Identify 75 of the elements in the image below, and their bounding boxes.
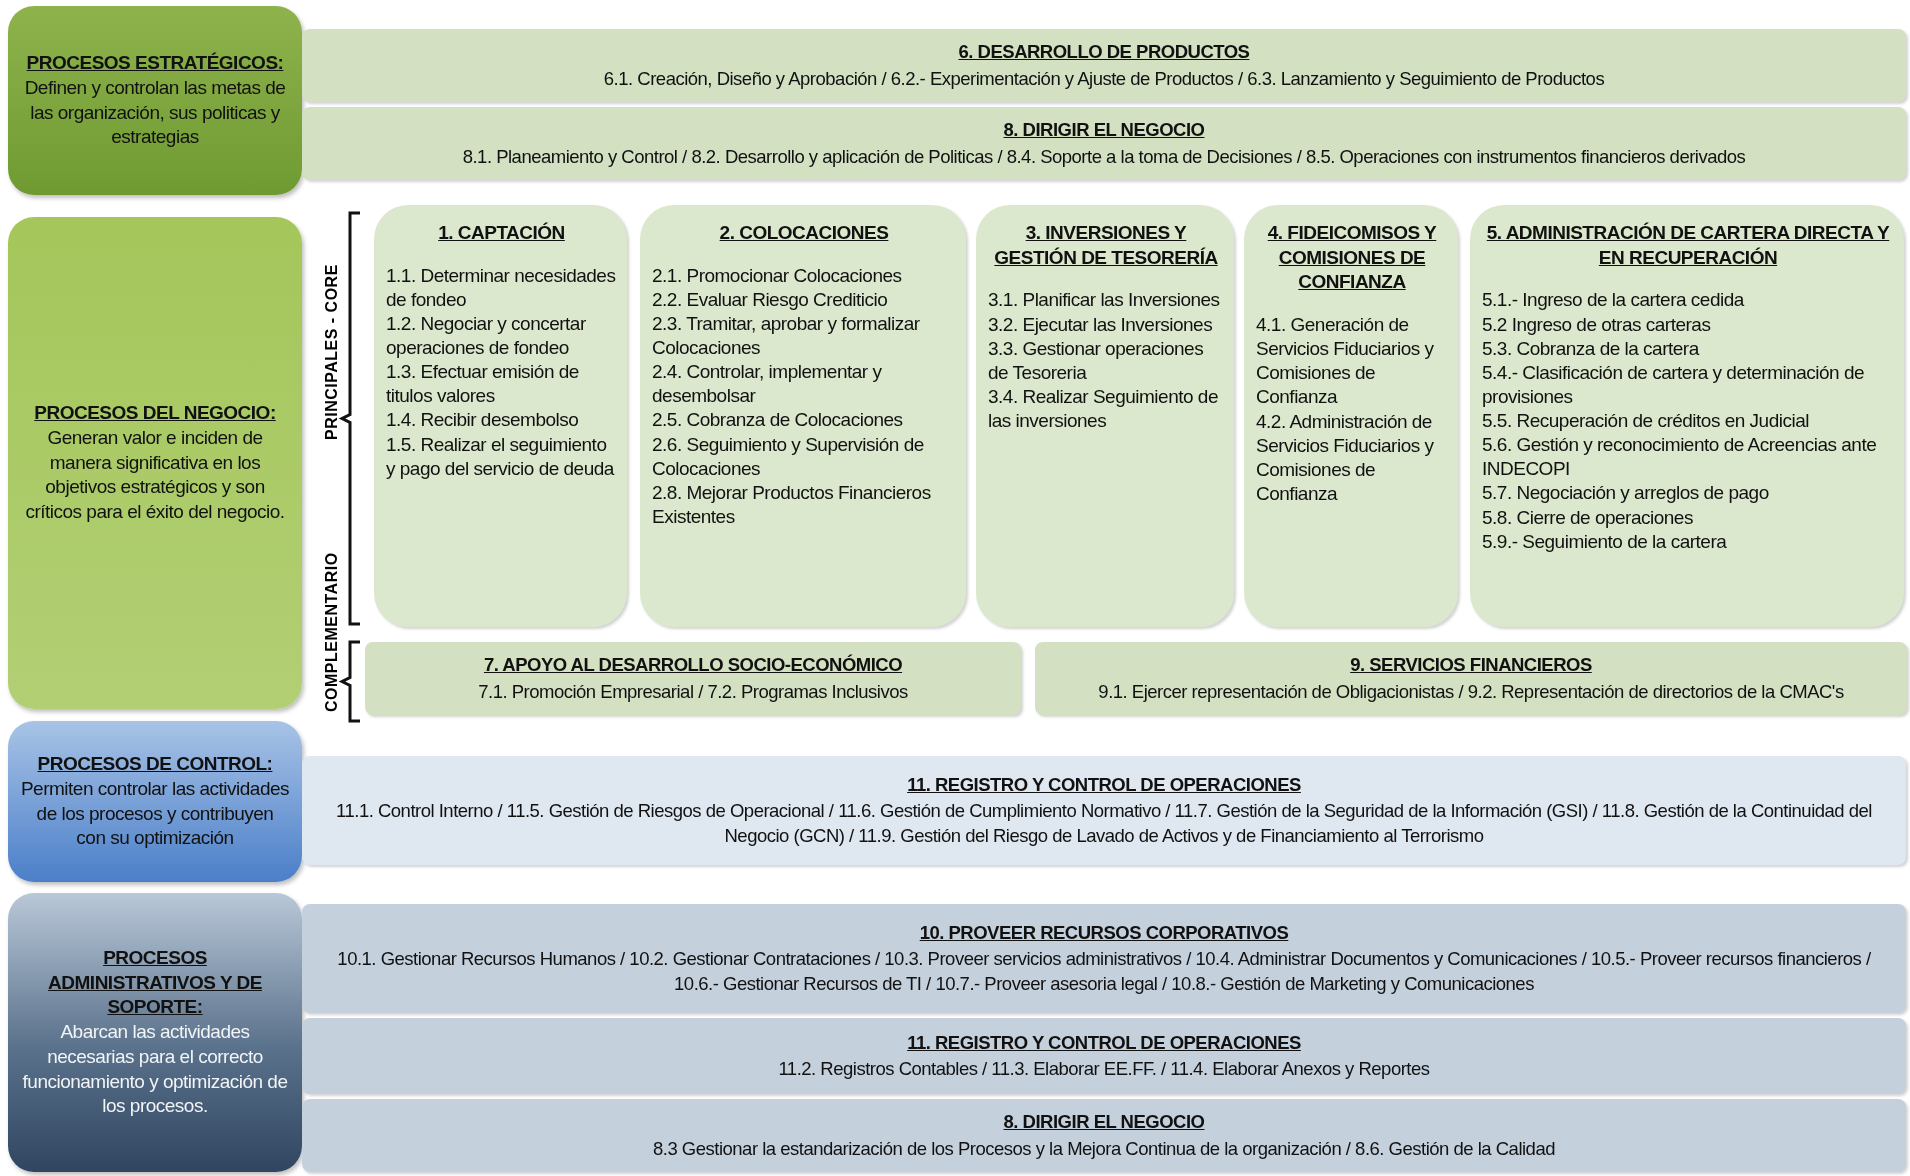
process-item: 1.4. Recibir desembolso bbox=[386, 408, 580, 433]
process-item: 5.4.- Clasificación de cartera y determinación de provisiones bbox=[1482, 360, 1866, 409]
process-title: PROCESOS DEL NEGOCIO: bbox=[34, 401, 276, 426]
process-item: 1.5. Realizar el seguimiento y pago del servicio de deuda bbox=[386, 432, 616, 481]
process-item: 3.1. Planificar las Inversiones bbox=[988, 288, 1221, 313]
process-card bbox=[1244, 205, 1458, 627]
process-description: 9.1. Ejercer representación de Obligacionistas / 9.2. Representación de directorios de la CMAC's bbox=[1098, 679, 1844, 704]
process-item: 5.2 Ingreso de otras carteras bbox=[1482, 312, 1712, 337]
process-item: 5.5. Recuperación de créditos en Judicial bbox=[1482, 409, 1810, 433]
process-band bbox=[302, 107, 1906, 180]
process-description: 6.1. Creación, Diseño y Aprobación / 6.2.- Experimentación y Ajuste de Productos / 6.3. Lanzamiento y Seguimiento de Productos bbox=[603, 66, 1605, 91]
process-item: 4.1. Generación de Servicios Fiduciarios y Comisiones de Confianza bbox=[1256, 313, 1435, 410]
process-description: Abarcan las actividades necesarias para el correcto funcionamiento y optimización de los procesos. bbox=[21, 1020, 289, 1119]
process-band bbox=[302, 1018, 1906, 1094]
process-title: 1. CAPTACIÓN bbox=[437, 221, 566, 245]
process-description: 11.2. Registros Contables / 11.3. Elaborar EE.FF. / 11.4. Elaborar Anexos y Reportes bbox=[778, 1057, 1430, 1081]
process-item: 2.8. Mejorar Productos Financieros Existentes bbox=[652, 480, 932, 529]
process-title: 11. REGISTRO Y CONTROL DE OPERACIONES bbox=[907, 773, 1301, 798]
process-item: 2.4. Controlar, implementar y desembolsar bbox=[652, 360, 883, 409]
process-item: 3.3. Gestionar operaciones de Tesoreria bbox=[988, 336, 1205, 385]
process-item: 1.3. Efectuar emisión de titulos valores bbox=[386, 360, 580, 409]
process-item: 2.1. Promocionar Colocaciones bbox=[652, 263, 903, 288]
process-item: 5.3. Cobranza de la cartera bbox=[1482, 336, 1701, 361]
category-panel bbox=[8, 6, 302, 195]
process-title: 4. FIDEICOMISOS Y COMISIONES DE CONFIANZA bbox=[1266, 221, 1438, 295]
process-title: 10. PROVEER RECURSOS CORPORATIVOS bbox=[919, 921, 1289, 946]
process-description: Definen y controlan las metas de las organización, sus politicas y estrategias bbox=[23, 75, 287, 150]
category-panel bbox=[8, 893, 302, 1172]
process-item: 2.3. Tramitar, aprobar y formalizar Colocaciones bbox=[652, 311, 921, 361]
process-description: Permiten controlar las actividades de los procesos y contribuyen con su optimización bbox=[20, 776, 290, 851]
process-description: 10.1. Gestionar Recursos Humanos / 10.2. Gestionar Contrataciones / 10.3. Proveer servicios administrativos / 10.4. Administrar Documentos y Comunicaciones / 10.5.- Proveer recursos financieros / 10.6.- Gestionar Recursos de TI / 10.7.- Proveer asesoria legal / 10.8.- Gestión de Marketing y Comunicaciones bbox=[336, 947, 1872, 996]
process-description: Generan valor e inciden de manera significativa en los objetivos estratégicos y son críticos para el éxito del negocio. bbox=[24, 425, 286, 525]
process-description: 7.1. Promoción Empresarial / 7.2. Programas Inclusivos bbox=[478, 679, 908, 704]
process-item: 2.2. Evaluar Riesgo Crediticio bbox=[652, 287, 889, 312]
process-band bbox=[302, 1099, 1906, 1172]
category-panel bbox=[8, 721, 302, 882]
process-band bbox=[1035, 642, 1907, 715]
process-title: 7. APOYO AL DESARROLLO SOCIO-ECONÓMICO bbox=[483, 653, 903, 678]
process-title: 9. SERVICIOS FINANCIEROS bbox=[1350, 653, 1592, 678]
process-title: PROCESOS ESTRATÉGICOS: bbox=[26, 51, 284, 76]
process-title: 6. DESARROLLO DE PRODUCTOS bbox=[958, 40, 1250, 65]
vertical-label: COMPLEMENTARIO bbox=[323, 552, 341, 712]
process-card bbox=[374, 205, 627, 627]
process-title: 3. INVERSIONES Y GESTIÓN DE TESORERÍA bbox=[993, 221, 1219, 270]
process-item: 3.4. Realizar Seguimiento de las inversiones bbox=[988, 384, 1219, 433]
process-card bbox=[640, 205, 966, 627]
process-item: 5.8. Cierre de operaciones bbox=[1482, 505, 1694, 530]
process-title: 8. DIRIGIR EL NEGOCIO bbox=[1003, 118, 1205, 143]
category-panel bbox=[8, 217, 302, 709]
process-card bbox=[976, 205, 1234, 627]
process-item: 5.6. Gestión y reconocimiento de Acreencias ante INDECOPI bbox=[1482, 433, 1878, 482]
process-item: 1.2. Negociar y concertar operaciones de fondeo bbox=[386, 311, 587, 361]
process-band bbox=[302, 756, 1906, 865]
vertical-label: PRINCIPALES - CORE bbox=[323, 264, 341, 440]
process-item: 4.2. Administración de Servicios Fiduciarios y Comisiones de Confianza bbox=[1256, 409, 1435, 506]
process-item: 3.2. Ejecutar las Inversiones bbox=[988, 312, 1214, 337]
process-item: 2.6. Seguimiento y Supervisión de Colocaciones bbox=[652, 432, 925, 481]
process-item: 5.7. Negociación y arreglos de pago bbox=[1482, 481, 1770, 506]
process-title: 5. ADMINISTRACIÓN DE CARTERA DIRECTA Y EN RECUPERACIÓN bbox=[1485, 221, 1891, 270]
process-band bbox=[365, 642, 1021, 715]
process-title: 8. DIRIGIR EL NEGOCIO bbox=[1003, 1110, 1205, 1135]
process-band bbox=[302, 904, 1906, 1013]
process-band bbox=[302, 29, 1906, 102]
process-item: 5.9.- Seguimiento de la cartera bbox=[1482, 529, 1728, 554]
process-title: PROCESOS ADMINISTRATIVOS Y DE SOPORTE: bbox=[47, 946, 263, 1020]
process-title: PROCESOS DE CONTROL: bbox=[37, 752, 273, 777]
process-title: 2. COLOCACIONES bbox=[718, 221, 890, 245]
process-item: 2.5. Cobranza de Colocaciones bbox=[652, 408, 904, 433]
process-description: 11.1. Control Interno / 11.5. Gestión de Riesgos de Operacional / 11.6. Gestión de Cumplimiento Normativo / 11.7. Gestión de la Seguridad de la Información (GSI) / 11.8. Gestión de la Continuidad del Negocio (GCN) / 11.9. Gestión del Riesgo de Lavado de Activos y de Financiamiento al Terrorismo bbox=[335, 799, 1873, 848]
process-card bbox=[1470, 205, 1904, 627]
process-item: 5.1.- Ingreso de la cartera cedida bbox=[1482, 288, 1746, 313]
process-description: 8.3 Gestionar la estandarización de los Procesos y la Mejora Continua de la organización / 8.6. Gestión de la Calidad bbox=[653, 1136, 1555, 1161]
process-item: 1.1. Determinar necesidades de fondeo bbox=[386, 263, 617, 312]
process-description: 8.1. Planeamiento y Control / 8.2. Desarrollo y aplicación de Politicas / 8.4. Soporte a la toma de Decisiones / 8.5. Operaciones con instrumentos financieros derivados bbox=[462, 144, 1746, 169]
process-title: 11. REGISTRO Y CONTROL DE OPERACIONES bbox=[907, 1030, 1301, 1055]
